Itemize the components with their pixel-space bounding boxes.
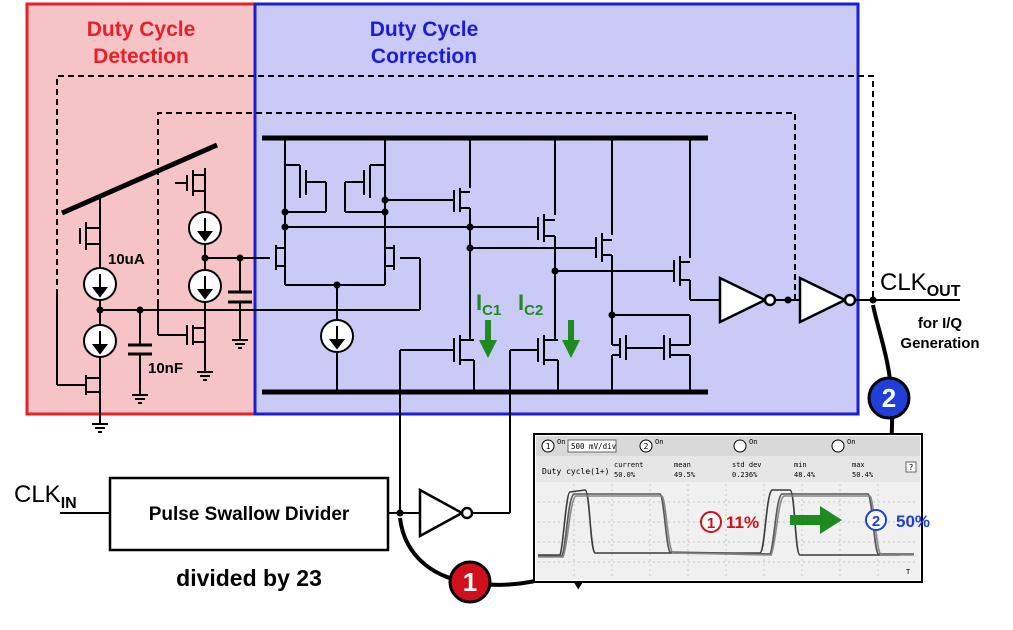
pulse-swallow-divider-box — [108, 476, 390, 552]
scope-ch2-badge: 2 — [644, 442, 649, 451]
scope-measure-name: Duty cycle(1+) — [542, 467, 609, 476]
marker-2-text: 2 — [882, 383, 896, 413]
capacitors — [128, 290, 252, 356]
clk-in-label: CLKIN — [14, 481, 77, 512]
ic-current-arrows — [479, 320, 580, 358]
scope-help: ? — [909, 463, 914, 472]
correction-title-line2: Correction — [371, 45, 477, 68]
junction-dots — [96, 196, 877, 517]
marker-1-text: 1 — [463, 567, 477, 597]
detection-title-line1: Duty Cycle — [87, 18, 196, 41]
current-source-label: 10uA — [108, 251, 145, 268]
scope-annot-before: 11% — [726, 513, 759, 532]
inverters — [418, 275, 857, 539]
divider-label: Pulse Swallow Divider — [149, 504, 350, 525]
scope-ch2-on: On — [655, 438, 663, 446]
scope-stat-min-value: 48.4% — [794, 471, 816, 479]
scope-annot-before-num: 1 — [707, 515, 715, 532]
clk-out-note-line2: Generation — [900, 335, 979, 352]
scope-ch3-on: On — [749, 438, 757, 446]
marker-2-badge: 2 — [867, 376, 911, 420]
scope-stat-mean-value: 49.5% — [674, 471, 696, 479]
scope-ch4-on: On — [847, 438, 855, 446]
clk-out-note-line1: for I/Q — [918, 315, 962, 332]
scope-trigger-mark: T — [906, 568, 911, 576]
scope-stat-current-value: 50.0% — [614, 471, 636, 479]
scope-annot-after-num: 2 — [872, 513, 880, 530]
scope-ch1-badge: 1 — [546, 442, 551, 451]
marker-1-badge: 1 — [448, 560, 492, 604]
ic1-label: IC1 — [476, 290, 501, 319]
correction-region — [253, 2, 860, 416]
divider-note: divided by 23 — [176, 565, 322, 591]
circuit-wiring — [56, 138, 960, 514]
scope-ch1-on: On — [557, 438, 565, 446]
capacitor-label: 10nF — [148, 360, 183, 377]
scope-stat-mean-name: mean — [674, 461, 691, 469]
scope-stat-min-name: min — [794, 461, 807, 469]
scope-stat-max-name: max — [852, 461, 865, 469]
scope-annot-after: 50% — [896, 512, 930, 531]
correction-title-line1: Duty Cycle — [370, 18, 479, 41]
ground-symbols — [92, 339, 248, 433]
ic2-label: IC2 — [518, 290, 543, 319]
scope-stat-max-value: 50.4% — [852, 471, 874, 479]
feedback-dashed-lines — [56, 75, 874, 305]
scope-stat-stddev-value: 0.236% — [732, 471, 758, 479]
detection-title-line2: Detection — [93, 45, 189, 68]
oscilloscope-capture: 1 On 500 mV/div 2 On On On ? Duty cycle(… — [533, 433, 930, 583]
scope-stat-stddev-name: std dev — [732, 461, 762, 469]
clk-out-label: CLKOUT — [880, 269, 961, 300]
scope-stat-current-name: current — [614, 461, 644, 469]
scope-improvement-arrow — [790, 506, 842, 534]
current-source-arrows — [92, 218, 345, 355]
scope-ch1-scale: 500 mV/div — [571, 442, 617, 451]
